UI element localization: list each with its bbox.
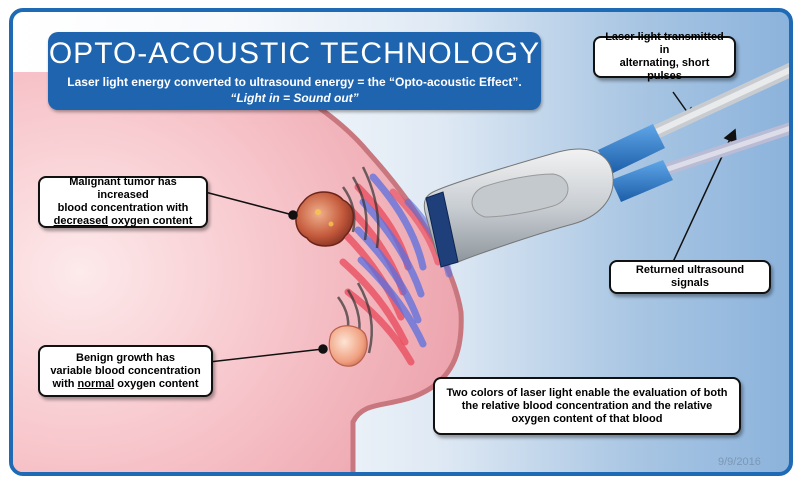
malignant-rest: oxygen content: [108, 215, 193, 227]
title-banner: OPTO-ACOUSTIC TECHNOLOGY Laser light ene…: [48, 32, 541, 110]
date-stamp: 9/9/2016: [718, 456, 761, 468]
benign-callout: Benign growth has variable blood concent…: [38, 345, 213, 397]
benign-line1: Benign growth has: [76, 351, 175, 364]
laser-callout: Laser light transmitted in alternating, …: [593, 31, 736, 82]
benign-line3: with normal oxygen content: [46, 378, 205, 391]
laser-light-waves: [339, 173, 453, 366]
malignant-line1: Malignant tumor has increased: [69, 176, 177, 201]
malignant-underlined: decreased: [53, 215, 109, 227]
subtitle: Laser light energy converted to ultrasou…: [67, 75, 522, 89]
two-colors-line3: oxygen content of that blood: [511, 412, 663, 425]
two-colors-callout: Two colors of laser light enable the eva…: [433, 377, 741, 435]
returned-signals-text: Returned ultrasound signals: [635, 264, 745, 289]
laser-callout-line1: Laser light transmitted in: [605, 31, 724, 56]
probe-connectors: [598, 124, 673, 202]
ultrasound-probe: [423, 148, 614, 268]
two-colors-line2: the relative blood concentration and the…: [461, 399, 713, 412]
two-colors-line1: Two colors of laser light enable the eva…: [446, 386, 728, 399]
benign-growth: [328, 325, 368, 367]
laser-callout-line2: alternating, short pulses: [619, 57, 710, 82]
returned-signals-callout: Returned ultrasound signals: [609, 260, 771, 294]
malignant-line3: decreased oxygen content: [46, 215, 200, 228]
diagram-frame: OPTO-ACOUSTIC TECHNOLOGY Laser light ene…: [9, 8, 793, 476]
benign-prefix: with: [52, 377, 78, 390]
benign-underlined: normal: [77, 377, 115, 390]
benign-rest: oxygen content: [114, 377, 199, 390]
skin-outline: [261, 69, 464, 472]
malignant-tumor: [295, 191, 355, 247]
malignant-line2: blood concentration with: [57, 202, 189, 214]
malignant-callout: Malignant tumor has increased blood conc…: [38, 176, 208, 228]
page-title: OPTO-ACOUSTIC TECHNOLOGY: [48, 37, 541, 70]
tagline: “Light in = Sound out”: [230, 91, 359, 105]
benign-line2: variable blood concentration: [50, 364, 201, 377]
